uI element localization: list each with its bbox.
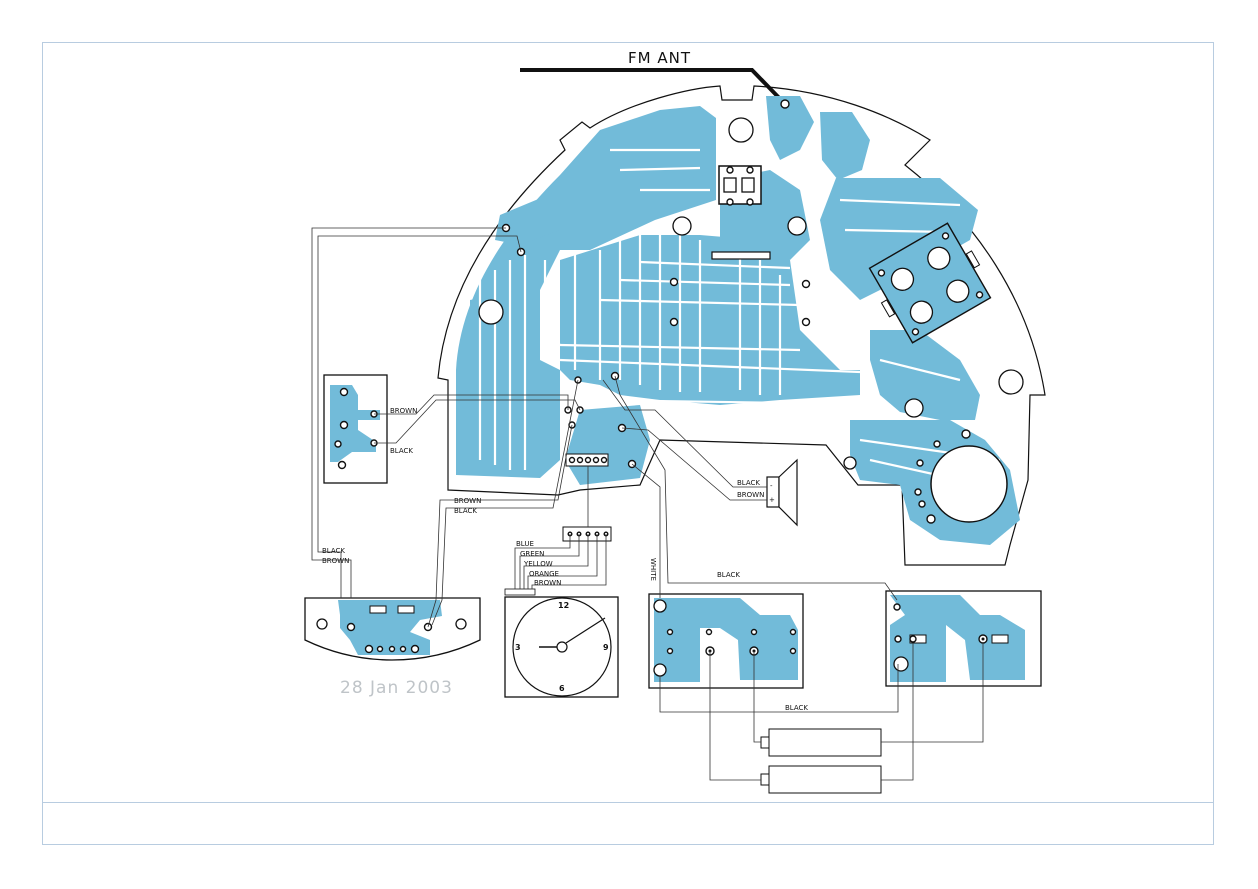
bottom-middle-board [648,593,804,689]
speaker: - + [766,458,798,527]
board-header-5pin [565,453,609,467]
clock-number-12: 12 [558,601,569,610]
speaker-minus: - [770,482,773,490]
label-clock-brown: BROWN [534,579,561,587]
label-mid-brown: BROWN [454,497,481,505]
tuning-knob-hole [930,445,1008,523]
mount-hole-top [728,117,754,143]
clock-number-6: 6 [559,684,565,693]
wires [311,227,984,781]
label-mid-black: BLACK [454,507,477,515]
label-battery-black: BLACK [785,704,808,712]
clock-module: 12 3 6 9 [504,588,619,698]
board-slot [711,251,771,260]
left-jack-board [323,374,388,484]
pcb-pads [501,99,971,524]
mount-hole-far-left [478,299,504,325]
mount-hole-bottom [843,456,857,470]
label-clock-blue: BLUE [516,540,534,548]
main-pcb [437,85,1046,566]
clock-number-9: 9 [603,643,609,652]
label-speaker-black: BLACK [737,479,760,487]
label-clock-orange: ORANGE [529,570,559,578]
mount-hole-lower-right [904,398,924,418]
label-bottom-brown: BROWN [322,557,349,565]
mount-hole-right [787,216,807,236]
label-left-brown: BROWN [390,407,417,415]
button-block [868,222,992,344]
fm-antenna-label: FM ANT [628,49,691,67]
top-dual-switch [718,165,762,206]
bottom-left-board [304,597,481,661]
label-white: WHITE [649,558,657,581]
fm-antenna: FM ANT [520,49,787,106]
clock-number-3: 3 [515,643,521,652]
clock-pin-header [562,526,612,542]
date-stamp: 28 Jan 2003 [340,678,453,698]
label-speaker-brown: BROWN [737,491,764,499]
label-clock-yellow: YELLOW [523,560,553,568]
mount-hole-far-right [998,369,1024,395]
footer-divider [42,802,1214,803]
label-right-black: BLACK [717,571,740,579]
bottom-right-board [885,590,1042,687]
wire-labels: BROWN BLACK BROWN BLACK BLACK BROWN BLAC… [322,407,808,712]
speaker-plus: + [769,496,775,504]
battery-top [760,728,882,757]
mount-hole-left [672,216,692,236]
page-frame [42,42,1214,845]
label-clock-green: GREEN [520,550,544,558]
label-bottom-black: BLACK [322,547,345,555]
label-left-black: BLACK [390,447,413,455]
battery-bottom [760,765,882,794]
